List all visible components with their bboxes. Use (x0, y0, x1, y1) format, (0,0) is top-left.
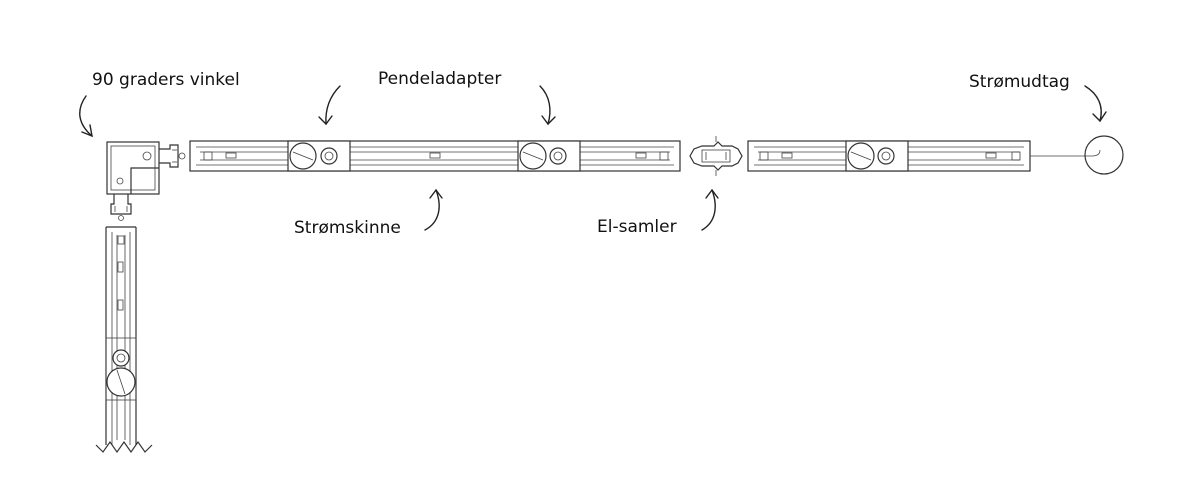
label-el-connector: El-samler (597, 217, 677, 237)
label-power-rail: Strømskinne (294, 218, 401, 238)
label-power-outlet: Strømudtag (969, 72, 1070, 92)
label-90-degree-angle: 90 graders vinkel (92, 70, 240, 90)
arrow-connector (701, 188, 719, 231)
power-outlet (1030, 135, 1124, 175)
arrow-pendant-right (539, 85, 556, 126)
pendant-adapter-3 (845, 140, 909, 172)
label-pendant-adapter: Pendeladapter (378, 69, 502, 89)
arrow-angle (79, 95, 93, 138)
pendant-adapter-2 (517, 140, 581, 172)
pendant-adapter-1 (287, 140, 351, 172)
main-rail (189, 140, 681, 172)
arrow-pendant-left (318, 85, 341, 126)
arrow-outlet (1084, 85, 1107, 123)
vertical-rail (95, 226, 153, 454)
arrow-rail (424, 188, 443, 231)
el-connector (689, 136, 743, 176)
angle-connector (106, 141, 186, 221)
